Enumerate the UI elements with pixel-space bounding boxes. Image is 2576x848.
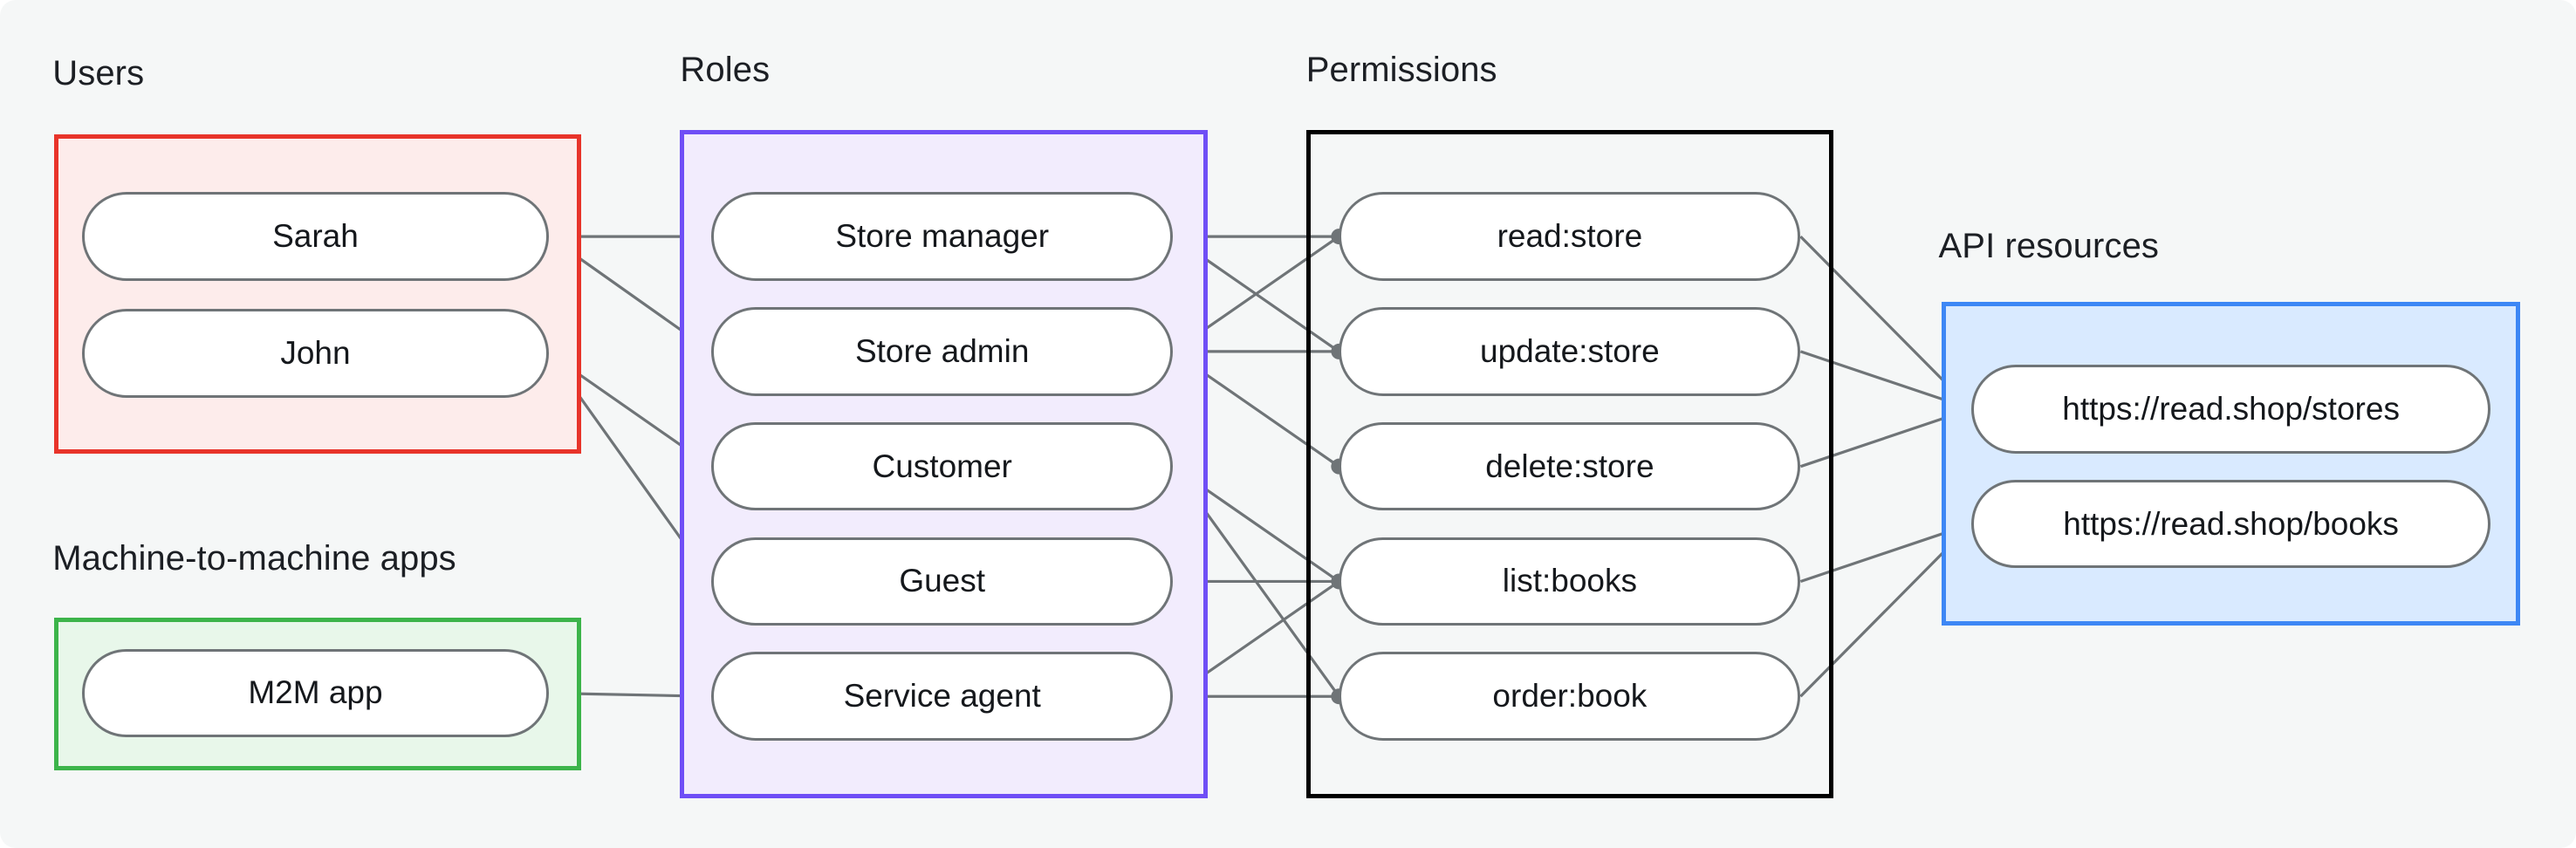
node-label: John [280,334,351,371]
node-label: update:store [1480,332,1660,369]
node-res-books[interactable]: https://read.shop/books [1971,479,2491,569]
node-label: read:store [1497,218,1643,255]
node-res-stores[interactable]: https://read.shop/stores [1971,364,2491,454]
node-list-books[interactable]: list:books [1339,537,1801,626]
node-label: https://read.shop/books [2063,505,2399,542]
node-order-book[interactable]: order:book [1339,652,1801,742]
node-label: Sarah [272,218,359,255]
node-read-store[interactable]: read:store [1339,192,1801,281]
node-service-agent[interactable]: Service agent [711,652,1174,742]
node-customer[interactable]: Customer [711,421,1174,511]
group-label-api: API resources [1938,226,2160,265]
node-label: delete:store [1485,448,1655,484]
node-update-store[interactable]: update:store [1339,307,1801,396]
node-label: Store admin [854,332,1030,369]
node-delete-store[interactable]: delete:store [1339,421,1801,511]
node-sarah[interactable]: Sarah [82,192,549,281]
node-label: Guest [899,563,986,599]
group-label-m2m: Machine-to-machine apps [52,538,456,578]
node-guest[interactable]: Guest [711,537,1174,626]
node-label: Store manager [835,218,1050,255]
node-label: list:books [1502,563,1637,599]
node-m2mapp[interactable]: M2M app [82,648,549,738]
group-box-api [1942,302,2520,626]
node-john[interactable]: John [82,308,549,398]
node-store-admin[interactable]: Store admin [711,307,1174,396]
group-box-users [54,134,582,454]
group-label-users: Users [52,54,145,93]
node-label: https://read.shop/stores [2062,390,2400,427]
node-label: Customer [872,448,1012,484]
node-label: Service agent [843,678,1041,715]
node-label: M2M app [248,674,383,711]
node-label: order:book [1492,678,1648,715]
group-box-permissions [1305,129,1834,798]
node-store-manager[interactable]: Store manager [711,192,1174,281]
group-label-roles: Roles [680,51,771,90]
group-label-permissions: Permissions [1305,51,1497,90]
